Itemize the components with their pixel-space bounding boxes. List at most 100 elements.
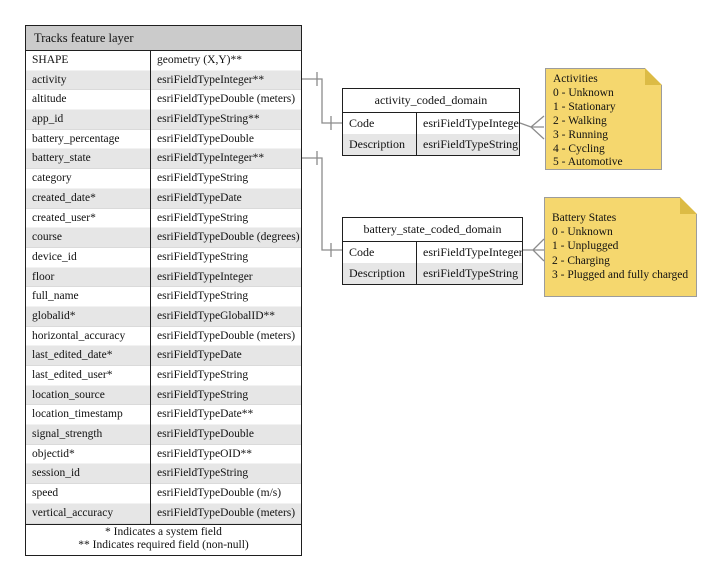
field-type: esriFieldTypeDouble (m/s) [157,487,282,500]
note-item: 3 - Running [553,128,608,141]
field-name: session_id [26,464,151,485]
field-name: created_date* [26,188,151,209]
field-type: esriFieldTypeString [157,369,249,381]
table-row: app_id esriFieldTypeString** [26,110,301,130]
field-name: vertical_accuracy [26,503,151,524]
field-type: esriFieldTypeDate [157,349,242,362]
note-items: 0 - Unknown 1 - Stationary 2 - Walking 3… [546,87,661,170]
table-row: signal_strength esriFieldTypeDouble [26,425,301,445]
field-name: app_id [26,110,151,130]
table-row: battery_state esriFieldTypeInteger** [26,149,301,170]
table-row: Description esriFieldTypeString [343,263,522,284]
activities-note: Activities 0 - Unknown 1 - Stationary 2 … [545,68,662,170]
field-type: esriFieldTypeString [423,266,519,280]
table-row: Code esriFieldTypeInteger [343,113,519,134]
activity-connector-line [302,78,342,124]
field-type: geometry (X,Y)** [157,54,242,66]
field-type: esriFieldTypeDouble [157,428,254,441]
field-name: Code [343,113,417,134]
field-type: esriFieldTypeDouble (meters) [157,93,296,106]
table-title: battery_state_coded_domain [343,218,522,242]
note-item: 0 - Unknown [552,226,613,239]
field-type: esriFieldTypeString [157,388,249,401]
table-row: full_name esriFieldTypeString [26,287,301,307]
field-type: esriFieldTypeString [157,290,249,303]
field-type: esriFieldTypeDouble (meters) [157,506,296,519]
table-rows: Code esriFieldTypeInteger Description es… [343,113,519,155]
field-type: esriFieldTypeString [423,137,519,151]
table-row: location_source esriFieldTypeString [26,385,301,406]
field-name: Description [343,263,417,284]
note-item: 1 - Unplugged [552,240,619,253]
field-name: globalid* [26,306,151,327]
table-row: speed esriFieldTypeDouble (m/s) [26,484,301,504]
table-row: globalid* esriFieldTypeGlobalID** [26,306,301,327]
battery-connector-line [302,157,342,251]
note-items: 0 - Unknown 1 - Unplugged 2 - Charging 3… [545,225,696,282]
table-row: location_timestamp esriFieldTypeDate** [26,405,301,426]
field-name: battery_percentage [26,129,151,150]
table-row: course esriFieldTypeDouble (degrees) [26,228,301,248]
field-name: device_id [26,247,151,268]
field-type: esriFieldTypeGlobalID** [157,309,276,322]
field-name: battery_state [26,149,151,170]
tracks-feature-layer-table: Tracks feature layer SHAPE geometry (X,Y… [25,25,302,556]
battery-crowsfoot [523,238,545,262]
field-name: course [26,228,151,248]
field-type: esriFieldTypeString [157,467,249,480]
table-row: SHAPE geometry (X,Y)** [26,51,301,71]
field-name: Code [343,242,417,263]
table-row: session_id esriFieldTypeString [26,464,301,485]
battery-state-coded-domain-table: battery_state_coded_domain Code esriFiel… [342,217,523,285]
field-name: floor [26,267,151,288]
note-item: 4 - Cycling [553,142,605,155]
table-row: category esriFieldTypeString [26,169,301,189]
field-type: esriFieldTypeOID** [157,447,253,460]
table-row: Code esriFieldTypeInteger [343,242,522,263]
field-name: last_edited_date* [26,346,151,366]
note-item: 3 - Plugged and fully charged [552,268,689,281]
field-name: created_user* [26,208,151,229]
note-title: Activities [553,73,598,85]
note-title: Battery States [552,212,617,224]
field-type: esriFieldTypeInteger [423,116,519,130]
field-type: esriFieldTypeDate [157,191,242,204]
field-type: esriFieldTypeDate** [157,408,254,421]
field-name: category [26,169,151,189]
table-row: battery_percentage esriFieldTypeDouble [26,129,301,150]
table-rows: Code esriFieldTypeInteger Description es… [343,242,522,284]
table-row: activity esriFieldTypeInteger** [26,70,301,91]
field-type: esriFieldTypeString** [157,113,260,126]
field-name: location_timestamp [26,405,151,426]
table-row: last_edited_date* esriFieldTypeDate [26,346,301,366]
note-item: 5 - Automotive [553,156,623,169]
table-footnotes: * Indicates a system field ** Indicates … [26,523,301,555]
note-item: 2 - Walking [553,114,607,127]
table-rows: SHAPE geometry (X,Y)** activity esriFiel… [26,51,301,524]
table-row: vertical_accuracy esriFieldTypeDouble (m… [26,503,301,524]
activity-coded-domain-table: activity_coded_domain Code esriFieldType… [342,88,520,156]
note-item: 2 - Charging [552,254,610,267]
field-type: esriFieldTypeString [157,172,249,185]
field-type: esriFieldTypeDouble (degrees) [157,231,300,244]
table-row: horizontal_accuracy esriFieldTypeDouble … [26,326,301,347]
note-item: 1 - Stationary [553,100,616,113]
field-type: esriFieldTypeDouble (meters) [157,329,296,342]
field-type: esriFieldTypeInteger [157,270,253,283]
battery-states-note: Battery States 0 - Unknown 1 - Unplugged… [544,197,697,297]
field-type: esriFieldTypeString [157,211,249,224]
field-name: activity [26,70,151,91]
table-row: Description esriFieldTypeString [343,134,519,155]
table-row: objectid* esriFieldTypeOID** [26,444,301,465]
table-row: created_user* esriFieldTypeString [26,208,301,229]
field-type: esriFieldTypeString [157,250,249,263]
field-type: esriFieldTypeInteger** [157,152,265,165]
table-row: floor esriFieldTypeInteger [26,267,301,288]
table-row: created_date* esriFieldTypeDate [26,188,301,209]
field-type: esriFieldTypeInteger [423,245,522,259]
field-name: signal_strength [26,425,151,445]
field-name: speed [26,484,151,504]
footnote-system-field: * Indicates a system field [105,525,222,538]
field-name: full_name [26,287,151,307]
